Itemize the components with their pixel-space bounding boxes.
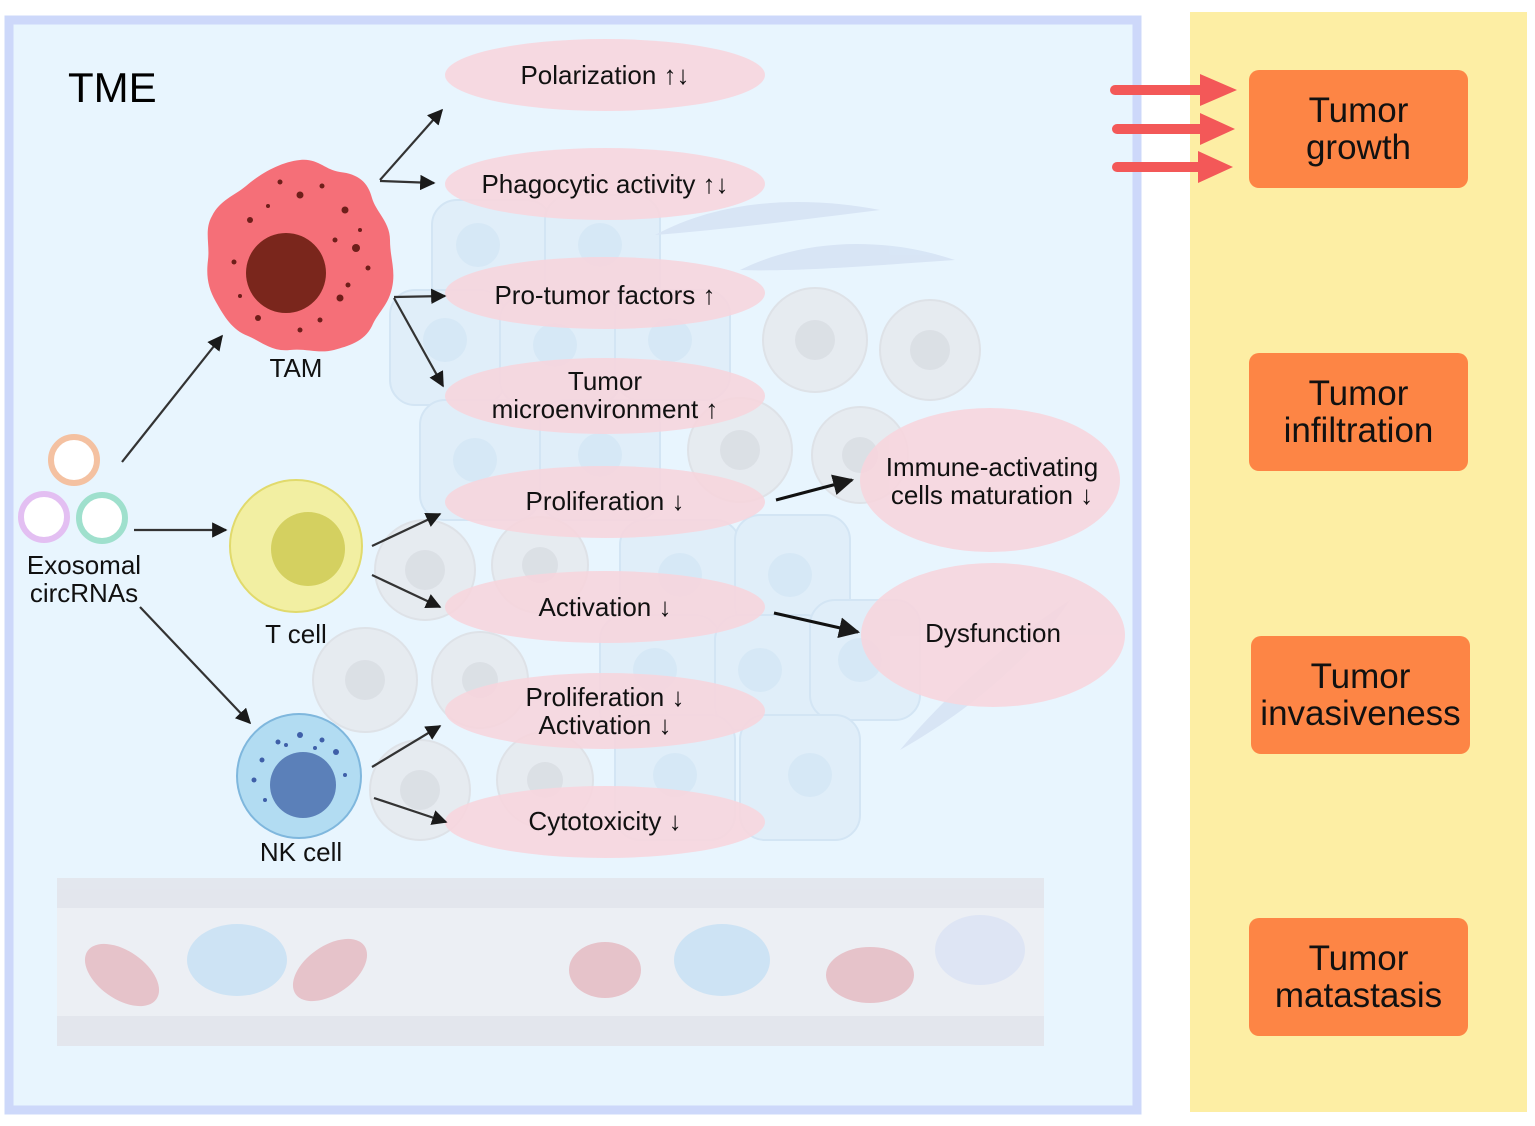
ellipse-polarization <box>445 39 765 111</box>
arrow-tam-to-protumor <box>393 288 447 304</box>
outcome-line1: Tumor <box>1308 374 1409 413</box>
outcome-tumor-metastasis: Tumor matastasis <box>1249 918 1468 1036</box>
ellipse-nk-proliferation-activation <box>445 673 765 749</box>
ellipse-microenvironment <box>445 358 765 434</box>
outcome-line1: Tumor <box>1308 91 1409 130</box>
nk-line1: Proliferation ↓ <box>525 682 685 712</box>
outcome-line2: infiltration <box>1283 411 1434 450</box>
outcome-line1: Tumor <box>1310 657 1411 696</box>
arrow-tcell-to-activation <box>371 574 442 609</box>
ellipse-immune-maturation <box>860 408 1120 552</box>
arrow-exosome-to-nkcell <box>139 606 252 725</box>
outcome-tumor-infiltration: Tumor infiltration <box>1249 353 1468 471</box>
outcome-line1: Tumor <box>1308 939 1409 978</box>
arrow-nk-to-proliferation <box>371 725 442 768</box>
microenv-line1: Tumor <box>567 366 643 396</box>
ellipse-cytotoxicity <box>445 786 765 858</box>
outcome-line2: invasiveness <box>1260 694 1461 733</box>
source-line2: circRNAs <box>29 578 139 608</box>
tam-label: TAM <box>269 353 323 383</box>
ellipse-dysfunction <box>861 563 1125 707</box>
ellipse-protumor <box>445 257 765 329</box>
arrow-tam-to-phagocytic <box>379 174 436 191</box>
nk-line2: Activation ↓ <box>538 710 672 740</box>
arrow-tam-to-polarization <box>379 108 444 181</box>
tumor-microenvironment-label: Tumor microenvironment ↑ <box>445 367 765 423</box>
t-proliferation-label: Proliferation ↓ <box>525 486 685 516</box>
polarization-label: Polarization ↑↓ <box>520 60 690 90</box>
blood-vessel <box>57 878 1044 1046</box>
arrow-proliferation-to-immune-maturation <box>775 474 855 502</box>
phagocytic-activity-label: Phagocytic activity ↑↓ <box>481 169 729 199</box>
cytotoxicity-label: Cytotoxicity ↓ <box>528 806 682 836</box>
ellipse-t-proliferation <box>445 466 765 538</box>
nk-cell-label: NK cell <box>259 837 343 867</box>
t-cell-label: T cell <box>265 619 327 649</box>
pro-tumor-factors-label: Pro-tumor factors ↑ <box>494 280 716 310</box>
immune-maturation-label: Immune-activating cells maturation ↓ <box>864 453 1120 509</box>
immune-line2: cells maturation ↓ <box>890 480 1094 510</box>
t-cell-icon <box>229 479 363 613</box>
arrow-activation-to-dysfunction <box>773 611 861 639</box>
outcome-line2: growth <box>1305 128 1412 167</box>
ellipse-t-activation <box>445 571 765 643</box>
exosome-vesicles-icon <box>18 434 128 544</box>
arrow-tcell-to-proliferation <box>371 512 442 547</box>
outcome-line2: matastasis <box>1274 976 1443 1015</box>
nk-cell-icon <box>236 713 362 839</box>
immune-line1: Immune-activating <box>885 452 1099 482</box>
source-line1: Exosomal <box>26 550 142 580</box>
red-arrows-icon <box>1110 74 1237 183</box>
exosomal-circrnas-label: Exosomal circRNAs <box>20 551 148 607</box>
arrow-tam-to-microenvironment <box>393 297 444 388</box>
microenv-line2: microenvironment ↑ <box>491 394 719 424</box>
tme-title: TME <box>68 64 157 111</box>
ellipse-phagocytic <box>445 148 765 220</box>
outcome-tumor-invasiveness: Tumor invasiveness <box>1251 636 1470 754</box>
arrow-nk-to-cytotoxicity <box>373 796 448 825</box>
arrow-exosome-to-tam <box>121 334 223 463</box>
dysfunction-label: Dysfunction <box>925 618 1061 648</box>
outcome-tumor-growth: Tumor growth <box>1249 70 1468 188</box>
nk-proliferation-activation-label: Proliferation ↓ Activation ↓ <box>445 683 765 739</box>
t-activation-label: Activation ↓ <box>538 592 672 622</box>
tam-cell-icon <box>207 159 394 352</box>
